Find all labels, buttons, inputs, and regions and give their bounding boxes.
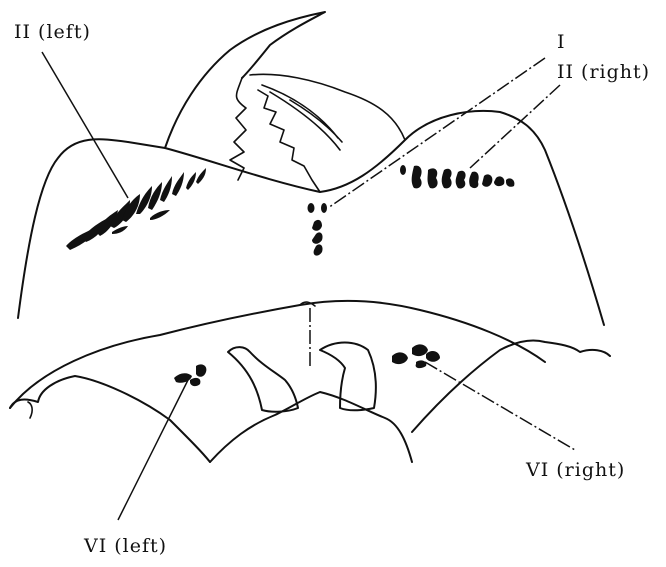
fang-inner-left [230, 78, 246, 180]
label-vi-left: VI (left) [83, 535, 167, 557]
lower-left-contour [10, 376, 210, 462]
marks-ii-left [66, 168, 206, 250]
lower-left-edge [28, 402, 32, 418]
leader-vi-left [118, 380, 188, 520]
lower-jaw-outline [10, 301, 545, 408]
fang-inner-mid [250, 74, 405, 140]
lower-right-contour [412, 340, 610, 432]
label-i: I [557, 31, 566, 53]
leader-ii-left [42, 52, 128, 198]
lower-center-contour [210, 392, 412, 462]
lower-tooth-left [228, 347, 298, 412]
marks-ii-right [400, 165, 514, 189]
label-ii-right: II (right) [557, 61, 650, 83]
leader-vi-right [425, 362, 575, 450]
upper-jaw [18, 12, 604, 325]
leader-lines [42, 52, 575, 520]
fang-inner-right [258, 90, 320, 192]
label-ii-left: II (left) [14, 21, 91, 43]
label-vi-right: VI (right) [525, 459, 625, 481]
marks-i [308, 203, 328, 256]
marks-vi-left [174, 364, 206, 386]
upper-jaw-outline [18, 111, 604, 325]
marks-vi-right [392, 344, 440, 368]
lower-tooth-right [320, 343, 376, 411]
